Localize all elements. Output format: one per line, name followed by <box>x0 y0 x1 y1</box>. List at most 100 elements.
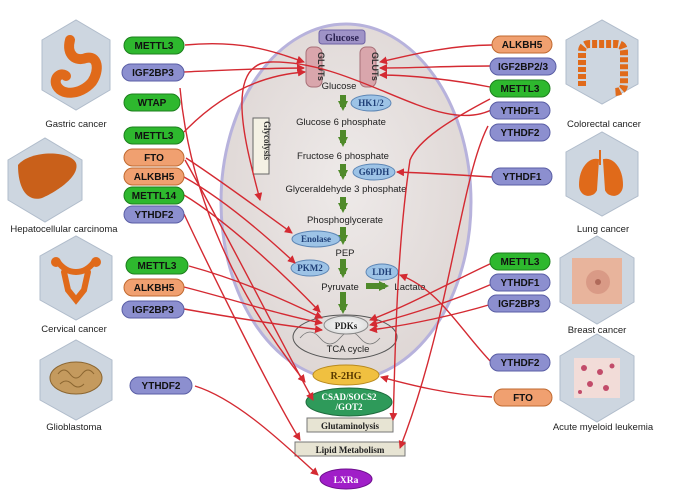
reg-hcc-alkbh5 <box>123 167 185 186</box>
enolase-label: Enolase <box>301 234 331 244</box>
tca-cycle-label: TCA cycle <box>327 344 370 355</box>
reg-colorectal-igf2bp23 <box>489 57 557 76</box>
g6pdh-enzyme <box>352 163 396 181</box>
enzymes: HK1/2 G6PDH Enolase PKM2 LDH PDKs <box>290 94 399 335</box>
metabolite-pyruvate: Pyruvate <box>321 282 359 293</box>
glioblastoma-label: Glioblastoma <box>46 422 102 433</box>
lower-nodes: R-2HG CSAD/SOCS2 /GOT2 Glutaminolysis Li… <box>294 364 406 490</box>
hcc-label: Hepatocellular carcinoma <box>10 224 118 235</box>
cancer-icons <box>7 19 639 423</box>
colon-icon <box>565 19 639 105</box>
csad-node <box>305 387 393 417</box>
reg-cervical-mettl3-label: METTL3 <box>138 261 177 272</box>
r2hg-label: R-2HG <box>330 371 361 382</box>
liver-icon <box>7 137 83 223</box>
ldh-label: LDH <box>372 267 392 277</box>
metabolite-glucose: Glucose <box>322 81 357 92</box>
reg-hcc-alkbh5-label: ALKBH5 <box>134 172 175 183</box>
right-regulators: ALKBH5 IGF2BP2/3 METTL3 YTHDF1 YTHDF2 YT… <box>487 35 557 407</box>
ldh-enzyme <box>365 263 399 281</box>
reg-aml-ythdf2 <box>489 353 551 372</box>
pathway-arrows <box>338 95 389 314</box>
metabolite-g6p: Glucose 6 phosphate <box>296 117 386 128</box>
metabolite-pep: PEP <box>335 248 354 259</box>
reg-hcc-ythdf2-label: YTHDF2 <box>135 210 174 221</box>
metabolite-lactate: Lactate <box>394 282 425 293</box>
breast-cancer-label: Breast cancer <box>568 325 627 336</box>
reg-hcc-ythdf2 <box>123 205 185 224</box>
reg-colorectal-ythdf1 <box>489 101 551 120</box>
colorectal-cancer-label: Colorectal cancer <box>567 119 641 130</box>
glutaminolysis-box <box>306 417 394 433</box>
reg-colorectal-mettl3 <box>489 79 551 98</box>
reg-aml-ythdf2-label: YTHDF2 <box>501 358 540 369</box>
metabolite-f6p: Fructose 6 phosphate <box>297 151 389 162</box>
pdks-node <box>323 315 369 335</box>
reg-lung-ythdf1-label: YTHDF1 <box>503 172 542 183</box>
stomach-icon <box>41 19 111 111</box>
reg-breast-igf2bp3 <box>487 294 551 313</box>
leukemia-cells-icon <box>559 333 635 423</box>
reg-cervical-igf2bp3 <box>121 300 185 319</box>
reg-hcc-mettl3 <box>123 126 185 145</box>
g6pdh-label: G6PDH <box>359 167 390 177</box>
breast-icon <box>559 235 635 325</box>
reg-breast-ythdf1-label: YTHDF1 <box>501 278 540 289</box>
cervical-cancer-label: Cervical cancer <box>41 324 106 335</box>
reg-gastric-igf2bp3-label: IGF2BP3 <box>132 68 174 79</box>
lxra-label: LXRa <box>334 476 359 486</box>
glycolysis-label: Glycolysis <box>262 121 272 160</box>
gastric-cancer-label: Gastric cancer <box>45 119 106 130</box>
gluts-right-label: GLUTs <box>370 52 380 81</box>
csad-label-line1: CSAD/SOCS2 <box>321 392 377 402</box>
enolase-enzyme <box>291 230 341 248</box>
reg-breast-ythdf1 <box>489 273 551 292</box>
csad-label-line2: /GOT2 <box>334 402 363 412</box>
reg-gastric-mettl3 <box>123 36 185 55</box>
reg-gastric-igf2bp3 <box>121 63 185 82</box>
glucose-top-box <box>318 29 366 45</box>
brain-icon <box>39 339 113 421</box>
reg-lung-ythdf1 <box>491 167 553 186</box>
glycolysis-box <box>252 117 270 175</box>
hk-label: HK1/2 <box>358 98 384 108</box>
lung-cancer-label: Lung cancer <box>577 224 629 235</box>
reg-glioblastoma-ythdf2-label: YTHDF2 <box>142 381 181 392</box>
reg-colorectal-ythdf2-label: YTHDF2 <box>501 128 540 139</box>
reg-breast-mettl3-label: METTL3 <box>501 257 540 268</box>
reg-hcc-fto-label: FTO <box>144 153 164 164</box>
reg-gastric-mettl3-label: METTL3 <box>135 41 174 52</box>
reg-aml-fto-label: FTO <box>513 393 533 404</box>
reg-cervical-alkbh5-label: ALKBH5 <box>134 283 175 294</box>
reg-aml-fto <box>493 388 553 407</box>
reg-colorectal-ythdf2 <box>489 123 551 142</box>
reg-breast-igf2bp3-label: IGF2BP3 <box>498 299 540 310</box>
reg-gastric-wtap <box>123 93 181 112</box>
glycolysis-chain: Glucose Glucose 6 phosphate Fructose 6 p… <box>286 81 426 293</box>
lxra-node <box>319 468 373 490</box>
left-regulators: METTL3 IGF2BP3 WTAP METTL3 FTO ALKBH5 ME… <box>121 36 193 395</box>
glucose-top-label: Glucose <box>325 33 359 44</box>
hk-enzyme <box>350 94 392 112</box>
reg-colorectal-igf2bp23-label: IGF2BP2/3 <box>498 62 548 73</box>
reg-colorectal-ythdf1-label: YTHDF1 <box>501 106 540 117</box>
reg-colorectal-alkbh5 <box>491 35 553 54</box>
metabolite-phosphoglycerate: Phosphoglycerate <box>307 215 383 226</box>
lipid-metabolism-box <box>294 441 406 457</box>
reg-cervical-igf2bp3-label: IGF2BP3 <box>132 305 174 316</box>
pkm2-label: PKM2 <box>297 263 323 273</box>
lungs-icon <box>565 131 639 217</box>
reg-breast-mettl3 <box>489 252 551 271</box>
metabolite-g3p: Glyceraldehyde 3 phosphate <box>286 184 407 195</box>
reg-hcc-fto <box>123 148 185 167</box>
gluts-left-label: GLUTs <box>316 52 326 81</box>
uterus-icon <box>39 235 113 321</box>
pkm2-enzyme <box>290 259 330 277</box>
glutaminolysis-label: Glutaminolysis <box>321 421 380 431</box>
reg-hcc-mettl14 <box>123 186 185 205</box>
r2hg-node <box>312 364 380 386</box>
reg-gastric-wtap-label: WTAP <box>138 98 167 109</box>
pdks-label: PDKs <box>335 321 358 331</box>
regulation-arrows <box>179 42 496 476</box>
reg-glioblastoma-ythdf2 <box>129 376 193 395</box>
